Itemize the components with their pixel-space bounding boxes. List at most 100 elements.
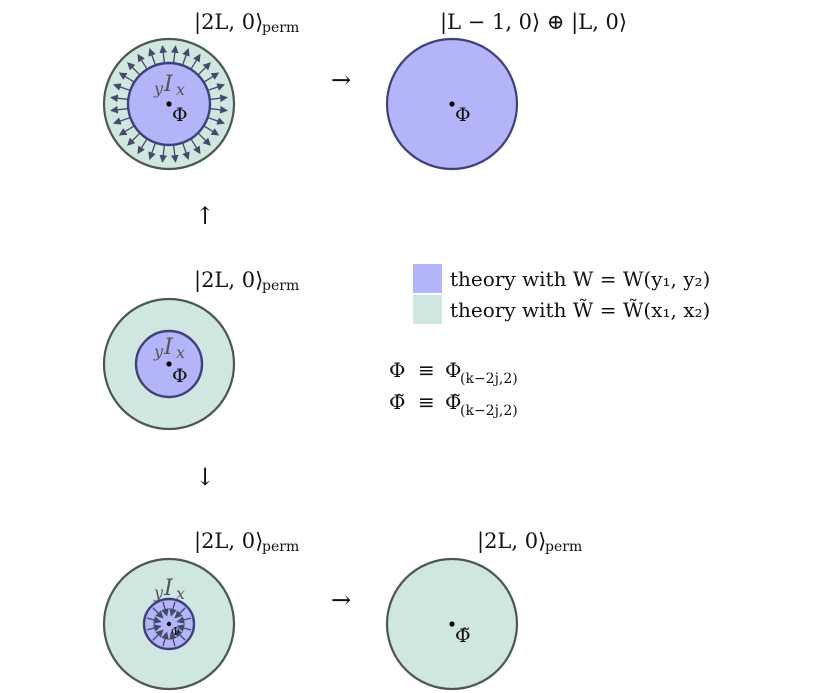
outward-arrow — [159, 145, 168, 163]
ket-sub-bottom-left: perm — [262, 539, 299, 555]
outward-arrow — [110, 105, 128, 114]
field-phi-top-right: Φ — [455, 104, 471, 126]
inward-flow-arrows — [146, 601, 192, 647]
inward-arrow — [146, 616, 162, 624]
state-label-top-left: |2L, 0⟩ perm — [194, 10, 299, 36]
inward-arrow — [161, 631, 169, 647]
outward-arrow — [110, 94, 128, 103]
outward-arrow — [190, 139, 201, 155]
defect-x: x — [176, 80, 185, 99]
outward-arrow — [204, 125, 220, 136]
field-phi-tilde-bottom-right: Φ̃ — [455, 625, 471, 647]
defect-label-top-left: y I x — [153, 72, 185, 99]
disk-top-right: Φ — [385, 37, 519, 171]
inward-arrow — [146, 624, 162, 632]
arrow-right-top: → — [331, 66, 351, 94]
outward-arrow — [204, 72, 220, 83]
disk-bottom-left: y I x Φ — [102, 557, 236, 691]
outward-arrow — [210, 105, 228, 114]
outward-arrow — [208, 83, 225, 91]
outward-flow-arrows — [110, 45, 228, 163]
defect-x: x — [176, 343, 185, 362]
defect-label-bottom-left: y I x — [153, 576, 185, 603]
outward-arrow — [118, 72, 134, 83]
ket-top-left: |2L, 0⟩ — [194, 10, 263, 35]
inward-arrow — [176, 616, 192, 624]
defect-y: y — [153, 342, 164, 361]
defect-I: I — [163, 335, 174, 360]
field-phi-middle: Φ — [172, 365, 188, 387]
outward-arrow — [159, 45, 168, 63]
arrow-right-bottom: → — [331, 586, 351, 614]
def-2-sub: (k−2j,2) — [460, 403, 518, 419]
def-1-eq: ≡ — [418, 358, 435, 382]
outward-arrow — [210, 94, 228, 103]
defect-I: I — [163, 72, 174, 97]
outward-arrow — [113, 117, 130, 125]
inward-arrow — [174, 607, 186, 619]
insertion-point — [449, 621, 455, 627]
legend-item-teal: theory with W̃ = W̃(x₁, x₂) — [450, 298, 710, 322]
defect-label-middle: y I x — [153, 335, 185, 362]
outward-arrow — [118, 125, 134, 136]
arrow-down: ↓ — [195, 463, 215, 491]
defect-x: x — [176, 584, 185, 603]
defect-y: y — [153, 583, 164, 602]
inward-arrow — [169, 601, 177, 617]
inward-arrow — [176, 624, 192, 632]
insertion-point — [166, 361, 172, 367]
ket-bottom-left: |2L, 0⟩ — [194, 529, 263, 554]
outward-arrow — [127, 133, 140, 146]
outward-arrow — [182, 48, 190, 65]
def-2-lhs: Φ̃ — [389, 390, 405, 414]
disk-middle: y I x Φ — [102, 297, 236, 431]
outward-arrow — [198, 62, 211, 75]
outward-arrow — [148, 143, 156, 160]
field-phi-bottom-left: Φ — [171, 625, 180, 638]
ket-bottom-right: |2L, 0⟩ — [477, 529, 546, 554]
state-label-bottom-left: |2L, 0⟩ perm — [194, 529, 299, 555]
state-label-bottom-right: |2L, 0⟩ perm — [477, 529, 582, 555]
def-1-rhs: Φ — [445, 358, 461, 382]
ket-sub-middle: perm — [262, 278, 299, 294]
def-2-rhs: Φ̃ — [445, 390, 461, 414]
inward-arrow — [161, 601, 169, 617]
arrow-up: ↑ — [195, 202, 215, 230]
outward-arrow — [198, 133, 211, 146]
outward-arrow — [137, 53, 148, 69]
disk-bottom-right: Φ̃ — [385, 557, 519, 691]
ket-sum-top-right: |L − 1, 0⟩ ⊕ |L, 0⟩ — [440, 10, 627, 35]
legend-item-purple: theory with W = W(y₁, y₂) — [450, 267, 710, 291]
outward-arrow — [182, 143, 190, 160]
insertion-point — [166, 621, 172, 627]
outward-arrow — [190, 53, 201, 69]
defect-y: y — [153, 79, 164, 98]
field-phi-top-left: Φ — [172, 104, 188, 126]
state-label-top-right: |L − 1, 0⟩ ⊕ |L, 0⟩ — [440, 10, 627, 35]
outward-arrow — [127, 62, 140, 75]
insertion-point — [166, 101, 172, 107]
ket-sub-top-left: perm — [262, 20, 299, 36]
legend-swatch-teal — [413, 295, 442, 324]
inward-arrow — [152, 629, 164, 641]
defect-I: I — [163, 576, 174, 601]
state-label-middle: |2L, 0⟩ perm — [194, 268, 299, 294]
outward-arrow — [113, 83, 130, 91]
ket-middle: |2L, 0⟩ — [194, 268, 263, 293]
outward-arrow — [170, 45, 179, 63]
disk-top-left: y I x Φ — [102, 37, 236, 171]
outward-arrow — [208, 117, 225, 125]
legend: theory with W = W(y₁, y₂) theory with W̃… — [413, 264, 710, 324]
insertion-point — [449, 101, 455, 107]
definitions: Φ ≡ Φ (k−2j,2) Φ̃ ≡ Φ̃ (k−2j,2) — [389, 358, 518, 419]
outward-arrow — [137, 139, 148, 155]
outward-arrow — [148, 48, 156, 65]
legend-swatch-purple — [413, 264, 442, 293]
def-1-sub: (k−2j,2) — [460, 371, 518, 387]
inward-arrow — [174, 629, 186, 641]
outward-arrow — [170, 145, 179, 163]
def-1-lhs: Φ — [389, 358, 405, 382]
ket-sub-bottom-right: perm — [545, 539, 582, 555]
inward-arrow — [152, 607, 164, 619]
